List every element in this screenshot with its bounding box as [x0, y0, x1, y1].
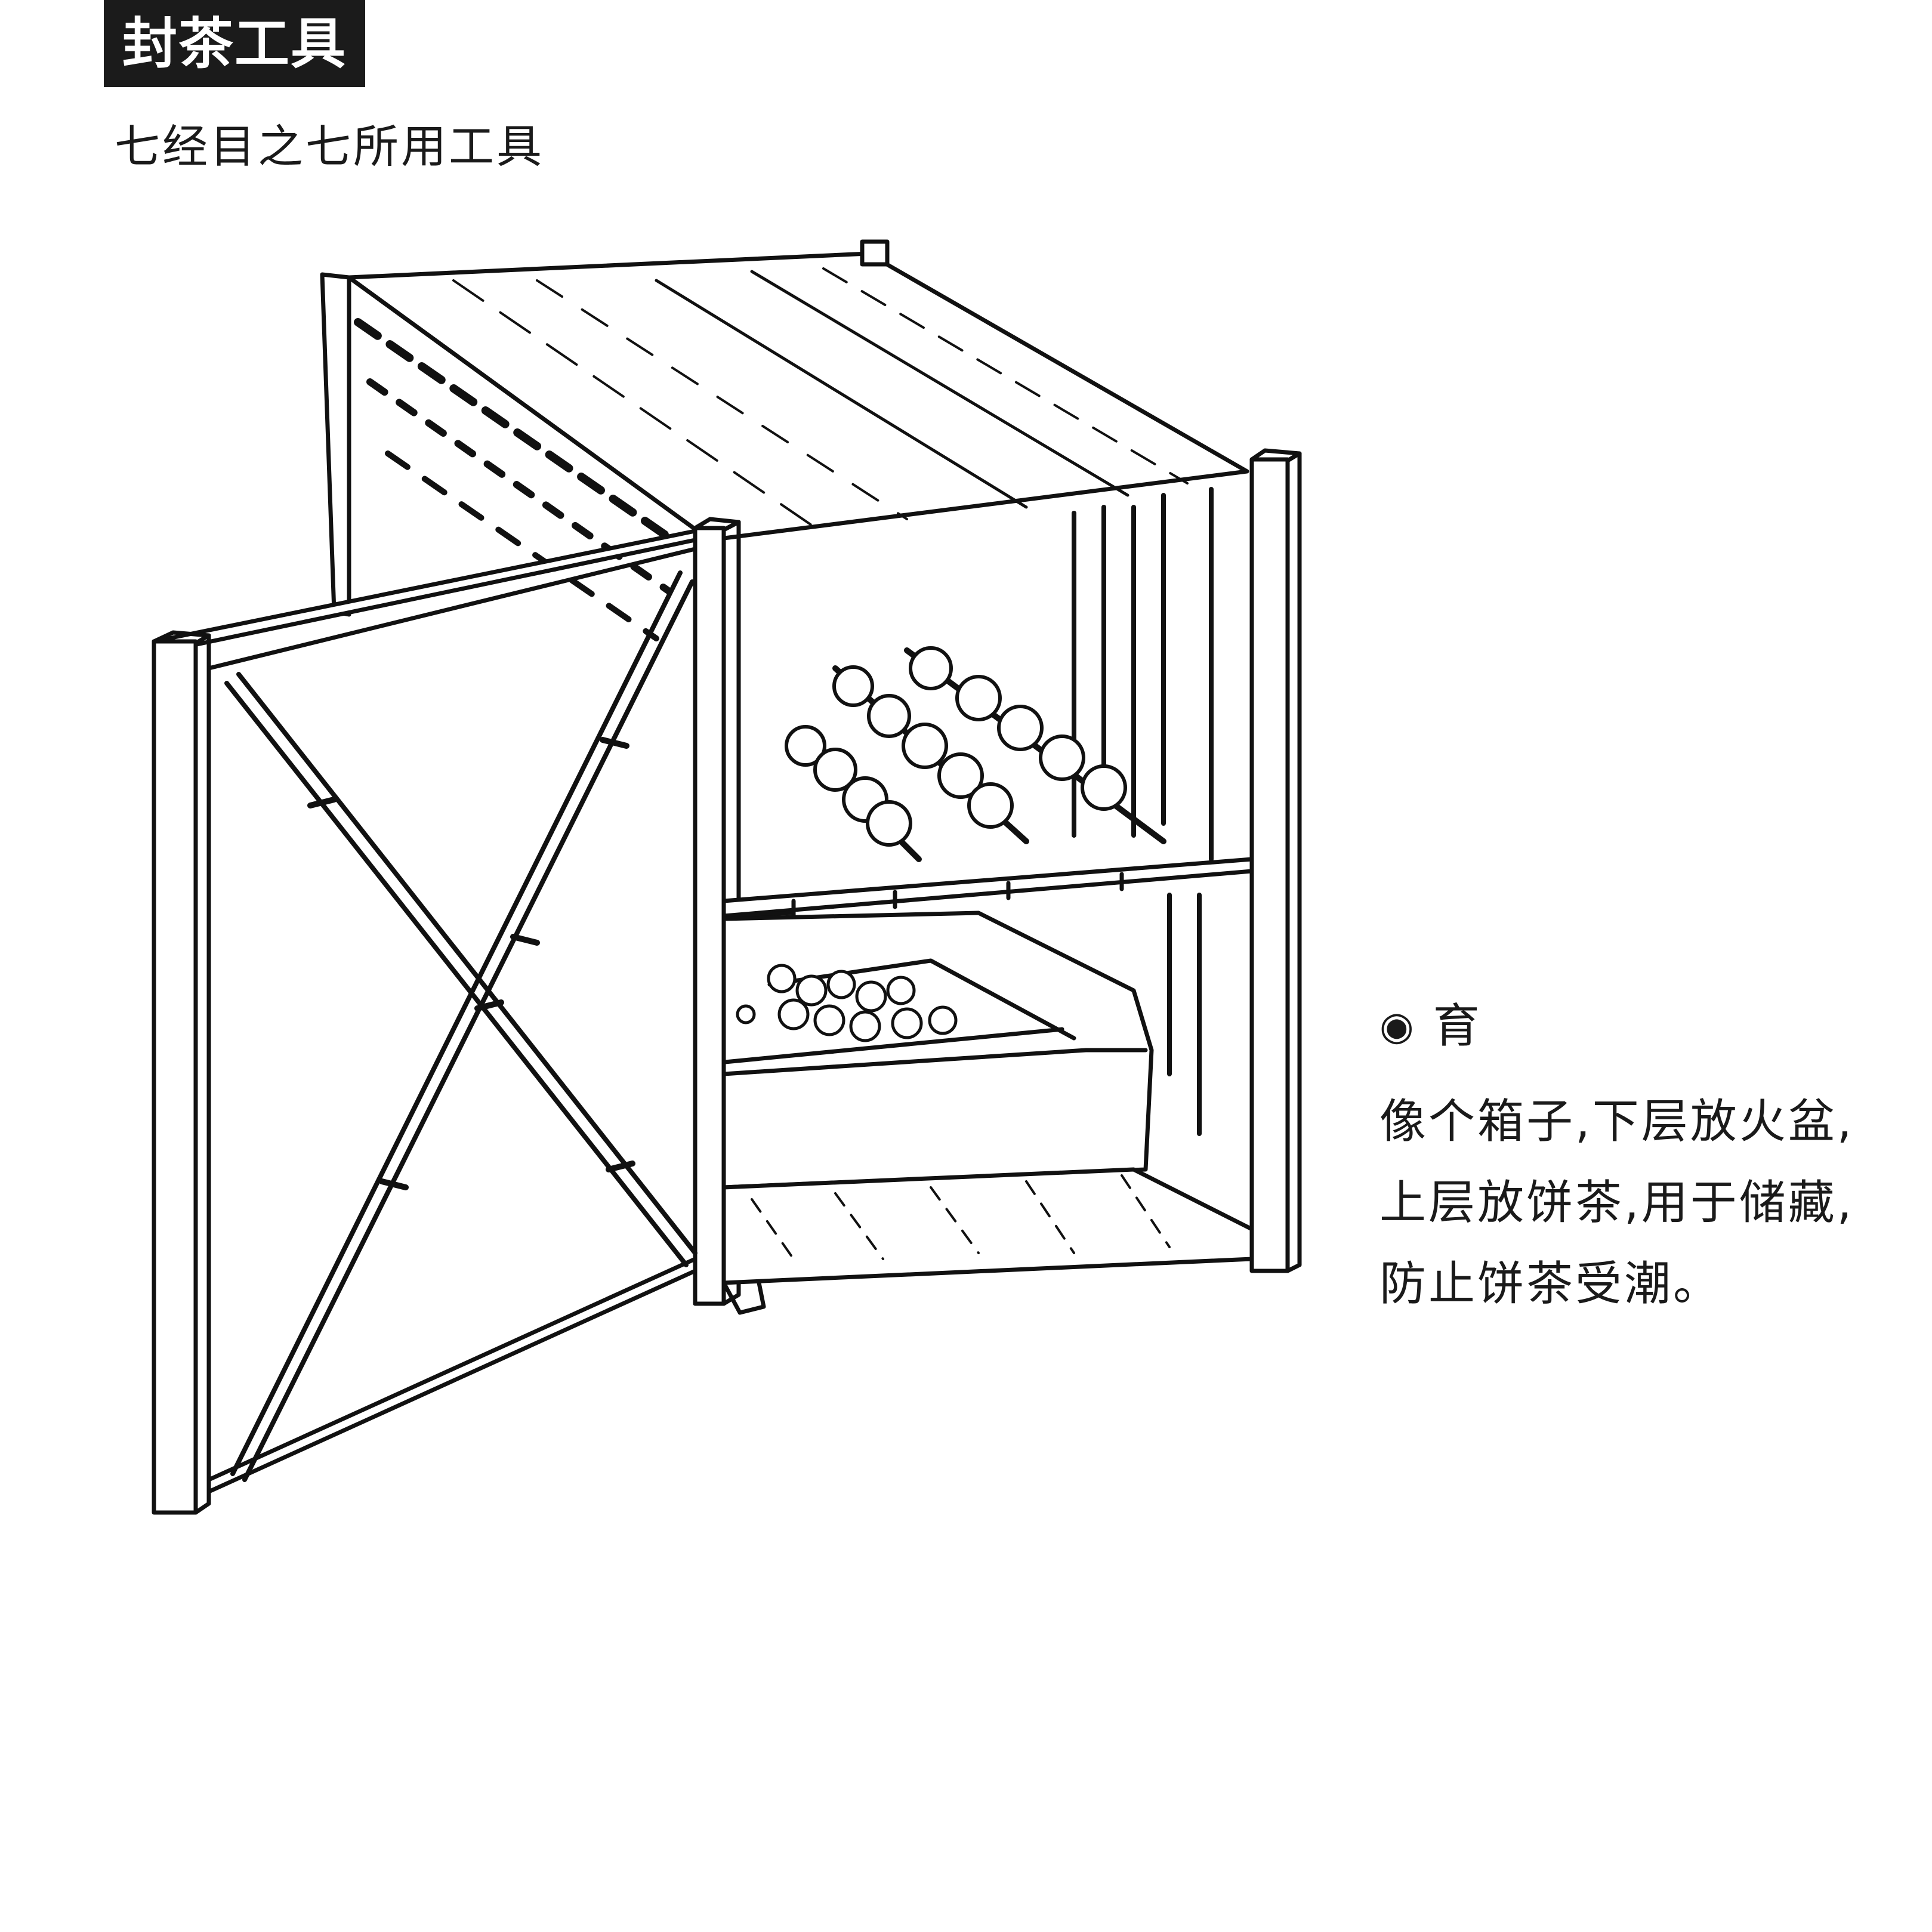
lower-shelf	[721, 1167, 1254, 1285]
page-subtitle: 七经目之七所用工具	[115, 120, 544, 173]
cabinet-right-post	[1249, 448, 1302, 1273]
cabinet-top-board	[347, 239, 1249, 542]
bullseye-bullet-icon: ◉	[1379, 1003, 1414, 1049]
item-name: 育	[1433, 999, 1480, 1053]
description-line: 上层放饼茶,用于储藏,	[1379, 1176, 1854, 1230]
tea-cake-skewers	[785, 646, 1166, 862]
item-description: 像个箱子,下层放火盆, 上层放饼茶,用于储藏, 防止饼茶受潮。	[1379, 1081, 1916, 1325]
section-badge: 封茶工具	[104, 0, 365, 87]
item-heading: ◉育	[1379, 995, 1916, 1057]
description-line: 防止饼茶受潮。	[1379, 1257, 1723, 1311]
item-annotation: ◉育 像个箱子,下层放火盆, 上层放饼茶,用于储藏, 防止饼茶受潮。	[1379, 995, 1916, 1325]
upper-shelf	[721, 857, 1254, 918]
cabinet-door	[152, 529, 698, 1515]
cabinet-inner-wall-hatching	[1072, 487, 1214, 1136]
description-line: 像个箱子,下层放火盆,	[1379, 1095, 1854, 1149]
fire-basin	[721, 911, 1154, 1190]
